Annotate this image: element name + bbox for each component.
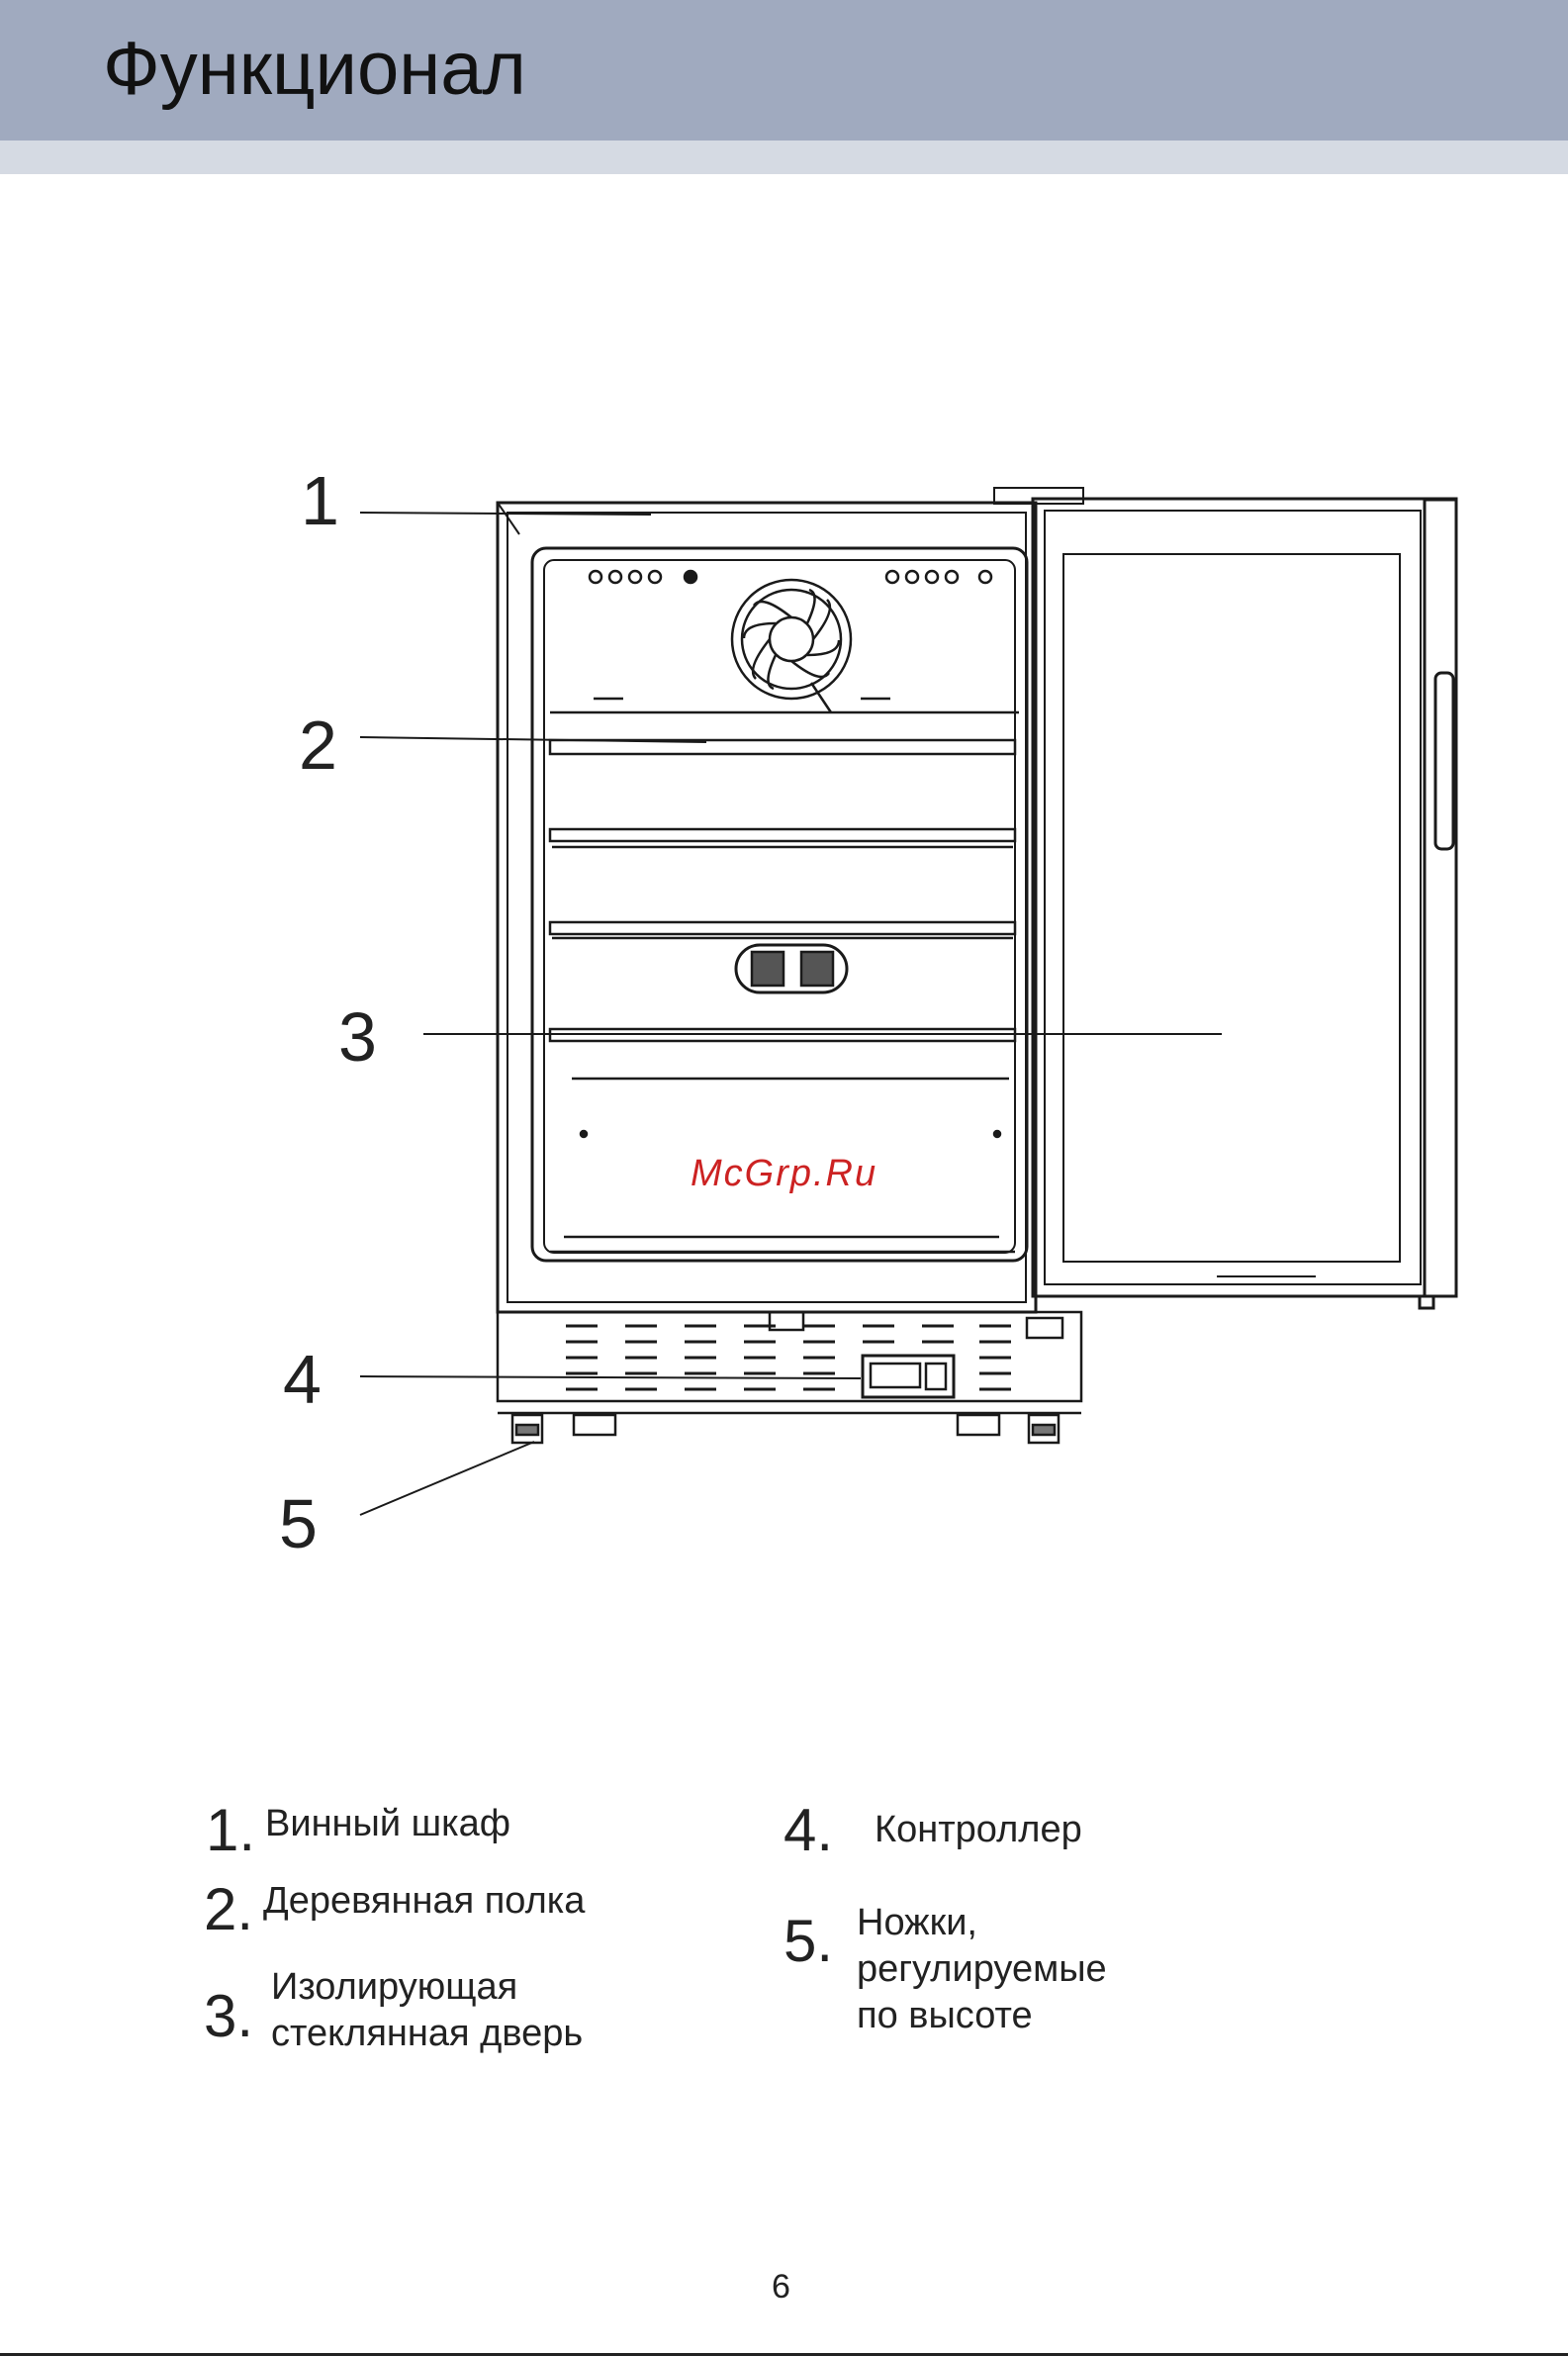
fan-icon [550, 580, 1019, 712]
glass-door [1033, 499, 1456, 1308]
legend-text-1: Винный шкаф [265, 1801, 510, 1847]
callout-1: 1 [301, 461, 339, 540]
callout-4: 4 [283, 1340, 322, 1419]
legend-number-1: 1. [206, 1799, 255, 1862]
legend-text-5: Ножки, регулируемые по высоте [857, 1900, 1107, 2039]
watermark: McGrp.Ru [691, 1153, 877, 1195]
callout-3: 3 [338, 997, 377, 1077]
callout-2: 2 [299, 706, 337, 785]
legend-number-3: 3. [204, 1985, 253, 2048]
adjustable-feet [512, 1318, 1062, 1443]
legend-number-5: 5. [784, 1910, 833, 1973]
legend-text-2: Деревянная полка [263, 1878, 585, 1925]
legend-number-2: 2. [204, 1878, 253, 1941]
legend-number-4: 4. [784, 1799, 833, 1862]
page-number: 6 [772, 2268, 790, 2307]
legend-text-4: Контроллер [875, 1807, 1082, 1853]
leader-lines [360, 513, 1222, 1515]
callout-5: 5 [279, 1484, 318, 1563]
legend-text-3: Изолирующая стеклянная дверь [271, 1964, 583, 2057]
controller-grille [498, 1312, 1081, 1413]
wine-cabinet-diagram [0, 0, 1568, 1682]
